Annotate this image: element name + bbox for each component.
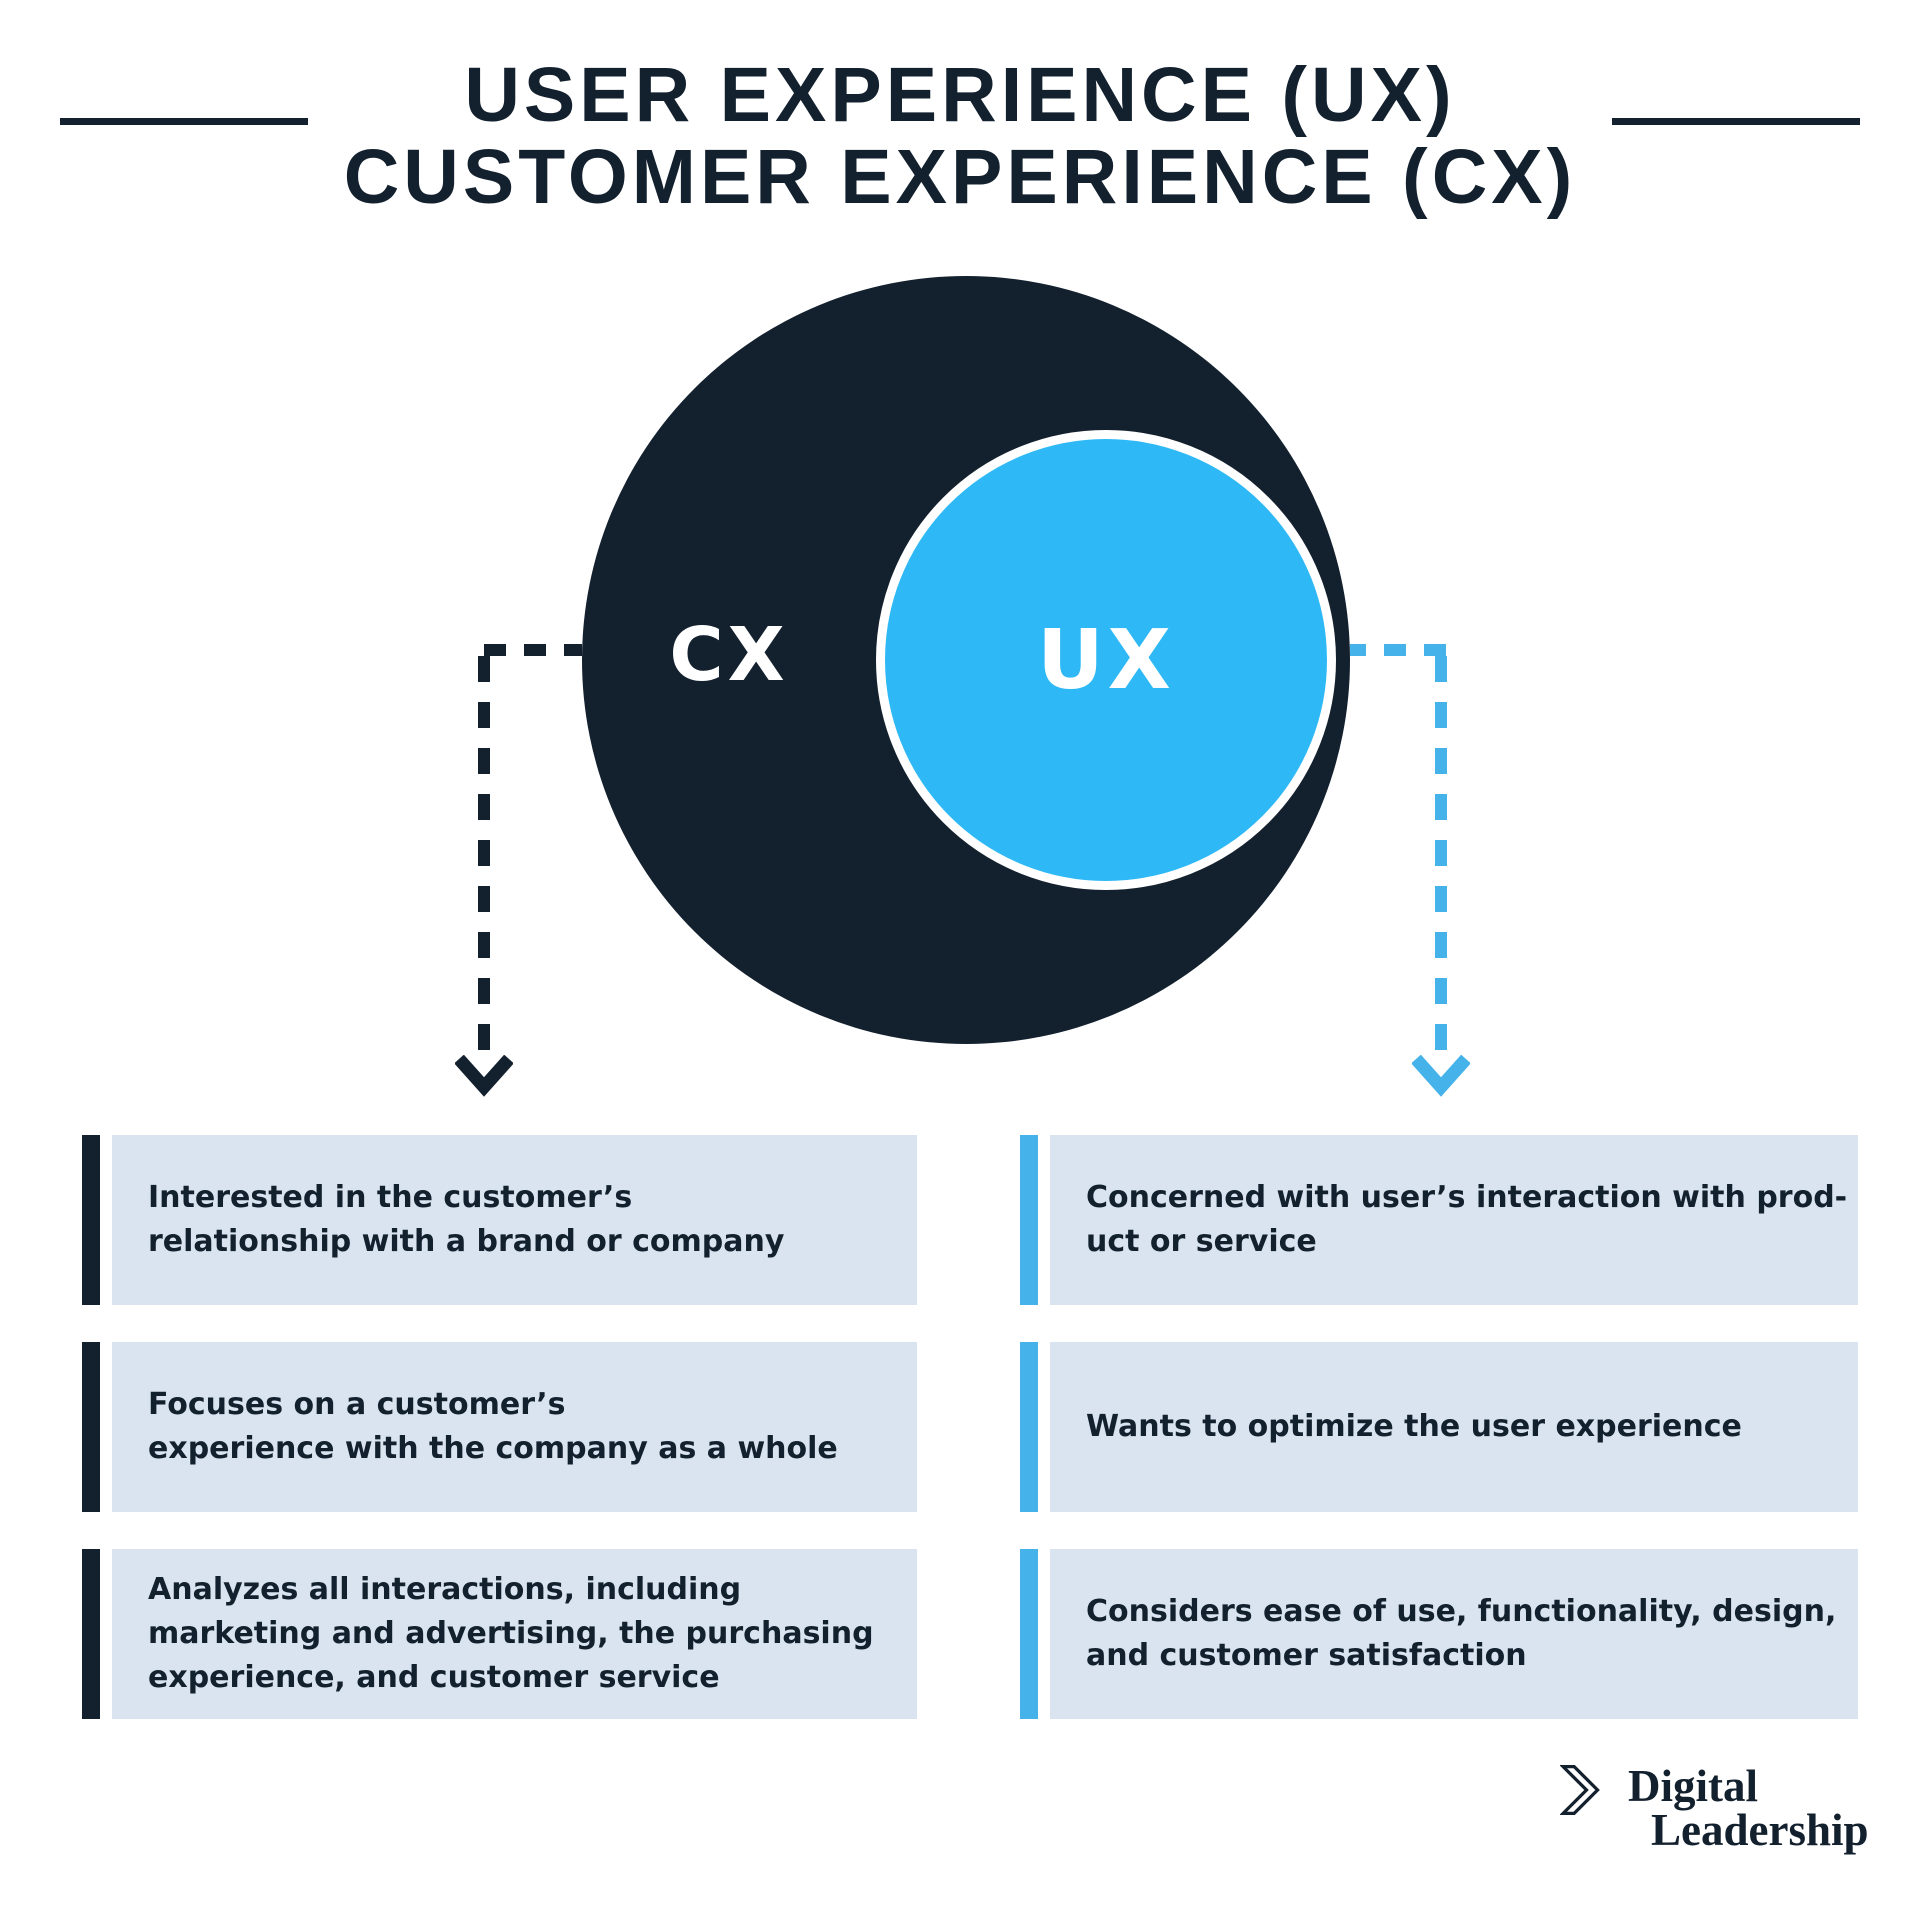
ux-item-3: Considers ease of use, functionality, de… [1050, 1549, 1858, 1719]
ux-arrow-down-icon [1412, 1055, 1470, 1097]
logo-wordmark-line-2: Leadership [1651, 1805, 1869, 1855]
cx-item-3-line-1: Analyzes all interactions, including [148, 1572, 742, 1607]
ux-item-2-line-1: Wants to optimize the user experience [1086, 1409, 1742, 1444]
ux-item-1: Concerned with user’s interaction with p… [1050, 1135, 1858, 1305]
cx-arrow-down-icon [455, 1055, 513, 1097]
logo-chevron-icon [1560, 1764, 1600, 1816]
page-title-line-2: CUSTOMER EXPERIENCE (CX) [343, 134, 1577, 220]
ux-item-2-accent-bar [1020, 1342, 1038, 1512]
logo-wordmark: Digital Leadership [1628, 1761, 1869, 1855]
cx-circle-label: CX [669, 612, 789, 698]
ux-connector-vertical [1435, 656, 1447, 1052]
cx-item-2-accent-bar [82, 1342, 100, 1512]
cx-connector-horizontal [484, 644, 582, 656]
ux-inner-circle: UX [876, 430, 1336, 890]
ux-item-1-accent-bar [1020, 1135, 1038, 1305]
title-rule-left [60, 118, 308, 125]
ux-circle-label: UX [1037, 612, 1175, 708]
logo-wordmark-line-1: Digital [1628, 1761, 1758, 1811]
cx-item-1-line-1: Interested in the customer’s [148, 1180, 633, 1215]
cx-item-1-accent-bar [82, 1135, 100, 1305]
cx-item-1: Interested in the customer’s relationshi… [112, 1135, 917, 1305]
cx-item-3-line-2: marketing and advertising, the purchasin… [148, 1616, 874, 1651]
ux-item-2: Wants to optimize the user experience [1050, 1342, 1858, 1512]
cx-item-3: Analyzes all interactions, including mar… [112, 1549, 917, 1719]
page-title-line-1: USER EXPERIENCE (UX) [464, 52, 1456, 138]
title-rule-right [1612, 118, 1860, 125]
cx-item-2: Focuses on a customer’s experience with … [112, 1342, 917, 1512]
cx-item-2-line-1: Focuses on a customer’s [148, 1387, 566, 1422]
ux-item-3-accent-bar [1020, 1549, 1038, 1719]
ux-item-1-line-1: Concerned with user’s interaction with p… [1086, 1180, 1848, 1215]
ux-item-1-line-2: uct or service [1086, 1224, 1317, 1259]
cx-connector-vertical [478, 656, 490, 1052]
cx-item-2-line-2: experience with the company as a whole [148, 1431, 838, 1466]
ux-item-3-line-2: and customer satisfaction [1086, 1638, 1527, 1673]
cx-item-1-line-2: relationship with a brand or company [148, 1224, 785, 1259]
page-title: USER EXPERIENCE (UX) CUSTOMER EXPERIENCE… [0, 54, 1920, 218]
cx-item-3-accent-bar [82, 1549, 100, 1719]
ux-connector-horizontal [1350, 644, 1446, 656]
ux-item-3-line-1: Considers ease of use, functionality, de… [1086, 1594, 1837, 1629]
cx-item-3-line-3: experience, and customer service [148, 1660, 720, 1695]
